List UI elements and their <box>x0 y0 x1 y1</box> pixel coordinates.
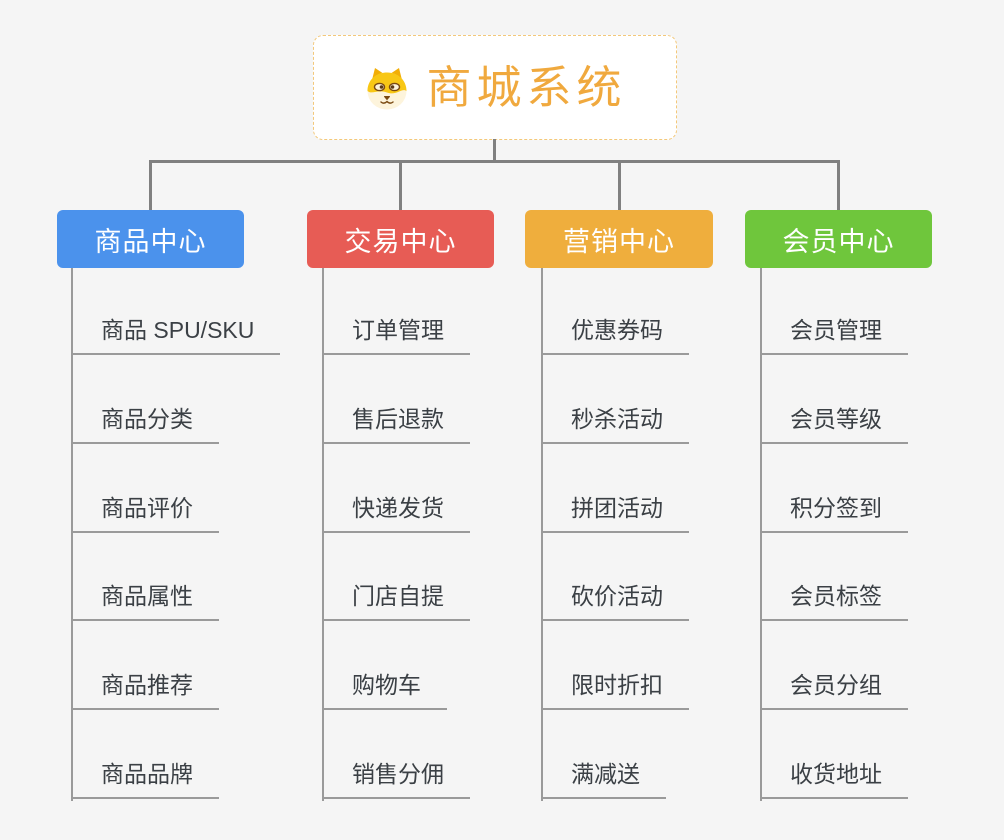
leaf-node-sales-commission[interactable]: 销售分佣 <box>322 757 470 799</box>
leaf-node-bargain-activity[interactable]: 砍价活动 <box>541 579 689 621</box>
leaf-node-limited-time-discount[interactable]: 限时折扣 <box>541 668 689 710</box>
dog-face-icon <box>367 67 407 109</box>
branch-node-marketing-center[interactable]: 营销中心 <box>525 210 713 268</box>
leaf-node-express-delivery[interactable]: 快递发货 <box>322 491 470 533</box>
leaf-node-shopping-cart[interactable]: 购物车 <box>322 668 447 710</box>
root-node-label: 商城系统 <box>426 62 627 113</box>
leaf-node-full-reduction[interactable]: 满减送 <box>541 757 666 799</box>
leaf-node-shipping-address[interactable]: 收货地址 <box>760 757 908 799</box>
leaf-node-store-pickup[interactable]: 门店自提 <box>322 579 470 621</box>
connector-drop-member-center <box>837 160 840 211</box>
leaf-node-points-checkin[interactable]: 积分签到 <box>760 491 908 533</box>
leaf-node-product-attribute[interactable]: 商品属性 <box>71 579 219 621</box>
leaf-node-product-spu-sku[interactable]: 商品 SPU/SKU <box>71 313 281 355</box>
branch-node-product-center[interactable]: 商品中心 <box>57 210 244 268</box>
leaf-node-after-sale-refund[interactable]: 售后退款 <box>322 402 470 444</box>
spine-marketing-center <box>541 268 543 801</box>
connector-main-horizontal <box>149 160 840 163</box>
branch-node-trade-center[interactable]: 交易中心 <box>307 210 494 268</box>
connector-drop-trade-center <box>399 160 402 211</box>
connector-drop-product-center <box>149 160 152 211</box>
leaf-node-product-review[interactable]: 商品评价 <box>71 491 219 533</box>
leaf-node-product-recommend[interactable]: 商品推荐 <box>71 668 219 710</box>
connector-root-stem <box>493 139 496 161</box>
spine-member-center <box>760 268 762 801</box>
connector-drop-marketing-center <box>618 160 621 211</box>
leaf-node-group-buy[interactable]: 拼团活动 <box>541 491 689 533</box>
leaf-node-product-brand[interactable]: 商品品牌 <box>71 757 219 799</box>
leaf-node-member-group[interactable]: 会员分组 <box>760 668 908 710</box>
leaf-node-order-management[interactable]: 订单管理 <box>322 313 470 355</box>
leaf-node-member-level[interactable]: 会员等级 <box>760 402 908 444</box>
leaf-node-member-tag[interactable]: 会员标签 <box>760 579 908 621</box>
branch-node-member-center[interactable]: 会员中心 <box>745 210 932 268</box>
leaf-node-product-category[interactable]: 商品分类 <box>71 402 219 444</box>
root-node[interactable]: 商城系统 <box>313 35 677 140</box>
leaf-node-flash-sale[interactable]: 秒杀活动 <box>541 402 689 444</box>
spine-product-center <box>71 268 73 801</box>
spine-trade-center <box>322 268 324 801</box>
leaf-node-member-management[interactable]: 会员管理 <box>760 313 908 355</box>
leaf-node-coupon-code[interactable]: 优惠券码 <box>541 313 689 355</box>
